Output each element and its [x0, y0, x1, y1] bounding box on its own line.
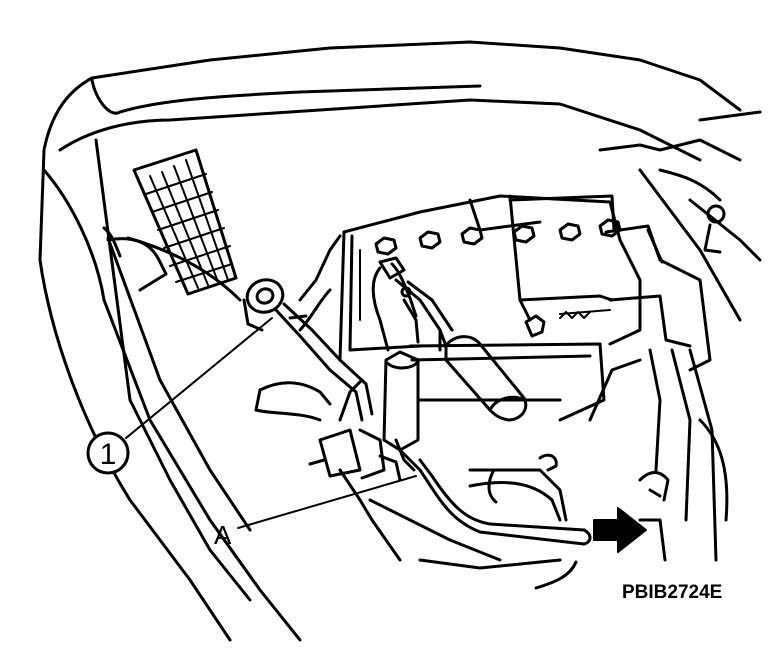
battery-caps	[374, 218, 622, 256]
battery-cables	[254, 234, 592, 590]
callout-a-label: A	[214, 520, 232, 550]
arrow-right-icon	[593, 507, 647, 553]
fuse-box	[588, 224, 729, 562]
callout-1: 1	[86, 431, 130, 475]
battery	[338, 194, 622, 422]
body-panels	[38, 40, 762, 642]
callout-1-label: 1	[100, 438, 117, 471]
figure-code: PBIB2724E	[622, 582, 722, 603]
leader-line-a	[237, 475, 417, 529]
leader-line-1	[125, 317, 273, 439]
ground-bolt	[242, 278, 374, 422]
cowl-vent-grille	[106, 148, 238, 296]
